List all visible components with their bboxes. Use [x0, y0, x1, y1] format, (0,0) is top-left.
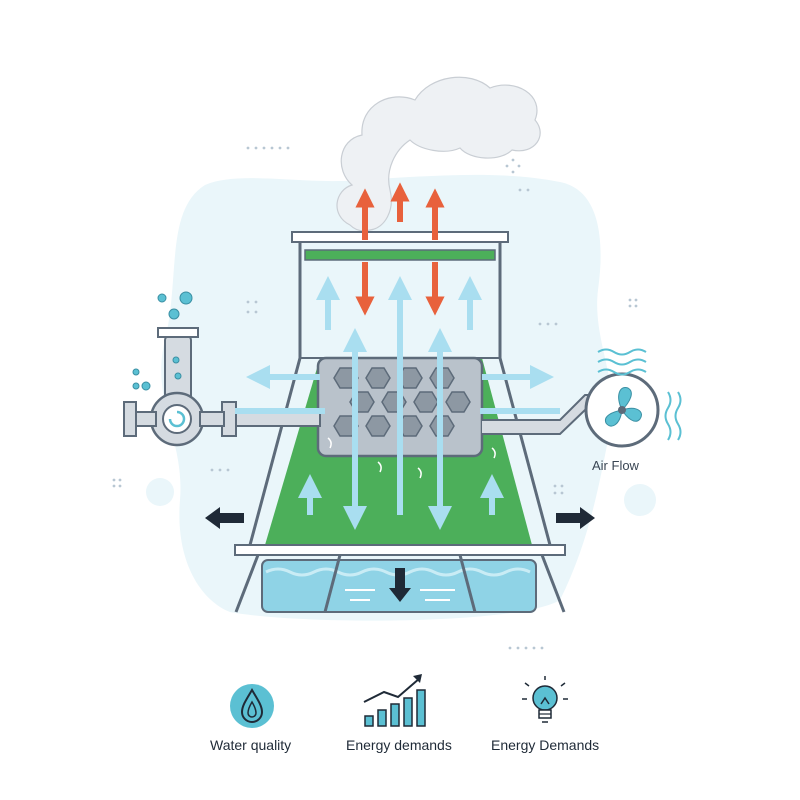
pump-impeller: [162, 404, 192, 434]
fan-icon: [604, 386, 642, 427]
legend-label-water-quality: Water quality: [210, 737, 292, 753]
air-wave-icon: [597, 348, 682, 441]
decorative-dots: [112, 146, 638, 650]
support-leg: [323, 554, 342, 613]
tube-cap: [157, 327, 199, 338]
support-leg: [540, 554, 566, 613]
dark-arrows: [205, 507, 595, 602]
inlet-pipe: [234, 411, 321, 427]
hot-air-arrows: [355, 182, 445, 316]
decorative-bubble: [624, 484, 656, 516]
fan-hub: [618, 406, 626, 414]
air-flow-arrows: [235, 276, 560, 530]
lightbulb-icon: [522, 676, 568, 723]
decorative-bubble: [146, 478, 174, 506]
pump-flange: [123, 401, 137, 437]
water-drop-icon: [230, 684, 274, 728]
legend-label-energy-demands: Energy demands: [346, 737, 452, 753]
pump-swirl: [168, 410, 186, 428]
legend-label-energy-demands-bulb: Energy Demands: [491, 737, 600, 753]
pump-outlet: [135, 411, 157, 427]
base-platform: [234, 544, 566, 556]
tower-top-cap: [291, 231, 509, 243]
pump-outlet: [199, 411, 225, 427]
drift-eliminator: [304, 249, 496, 261]
air-flow-label: Air Flow: [592, 458, 639, 473]
steam-cloud: [336, 76, 541, 232]
support-leg: [458, 554, 477, 613]
air-swirl-marks: [327, 437, 496, 479]
bar-chart-icon: [363, 674, 426, 727]
bubbles: [132, 291, 193, 391]
support-leg: [234, 554, 260, 613]
